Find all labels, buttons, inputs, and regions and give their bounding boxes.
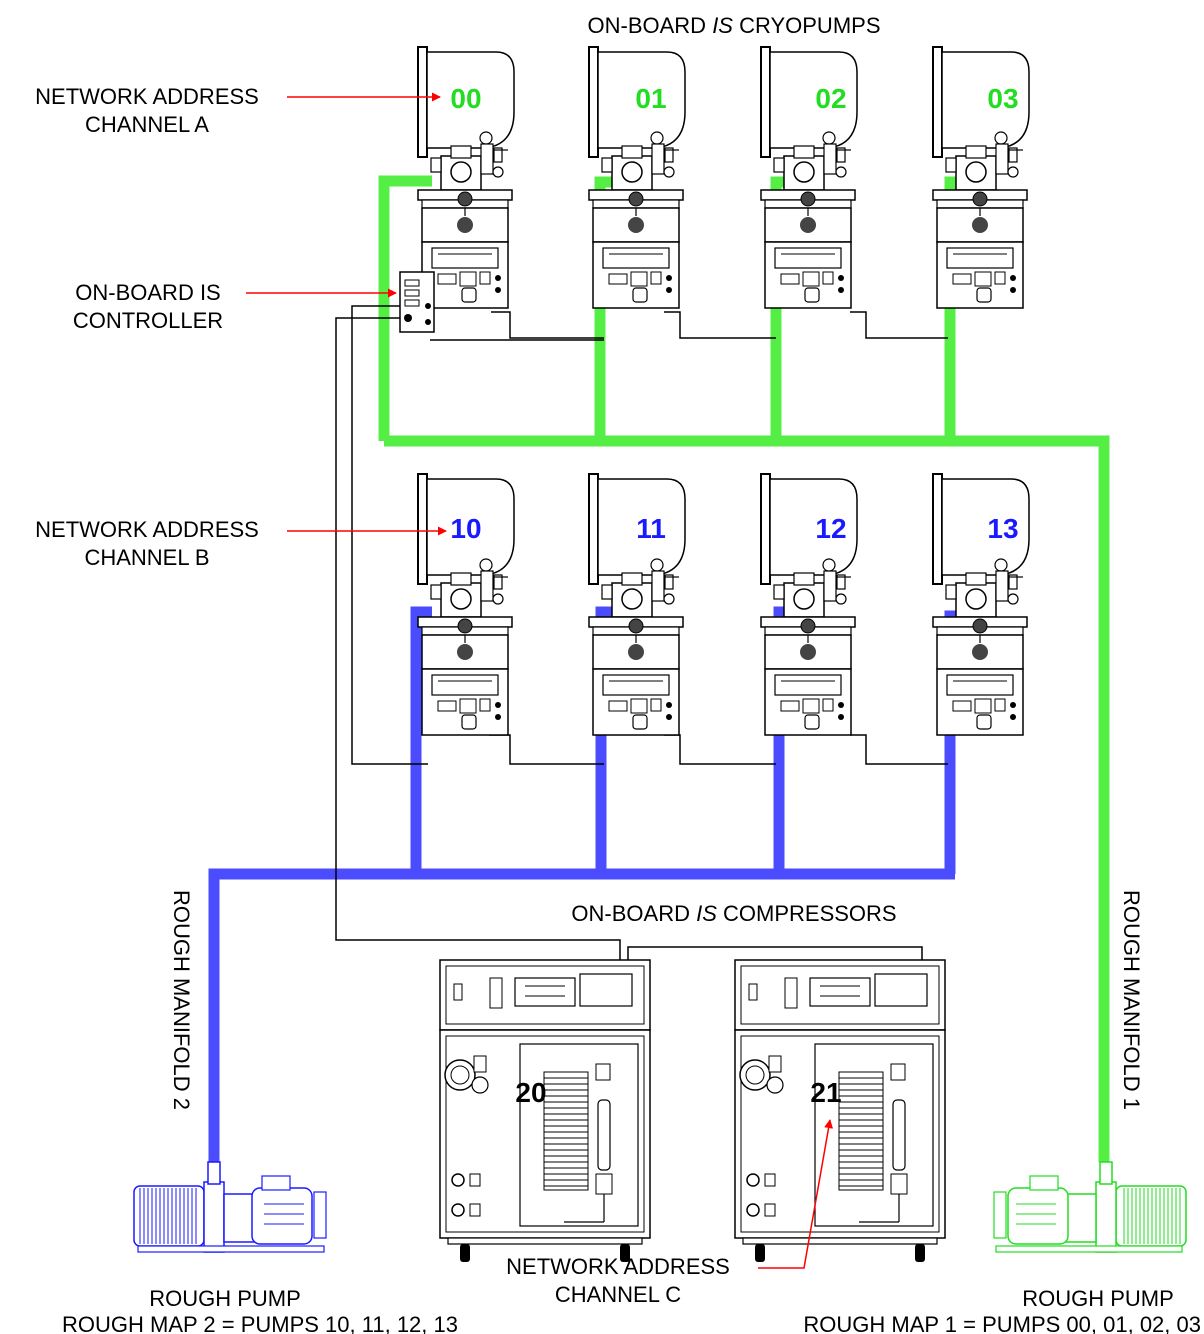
address-label-00: 00 [450, 83, 481, 114]
address-label-13: 13 [987, 513, 1018, 544]
callout-controller-line2: CONTROLLER [73, 308, 223, 333]
cryopumps-title: ON-BOARD IS CRYOPUMPS [588, 13, 881, 38]
compressors-title: ON-BOARD IS COMPRESSORS [571, 901, 896, 926]
callout-channel-a-line1: NETWORK ADDRESS [35, 84, 259, 109]
cryopump-row-channel-b: 10 11 12 13 [418, 474, 1029, 735]
callout-channel-c-line1: NETWORK ADDRESS [506, 1254, 730, 1279]
rough-map-2-label: ROUGH MAP 2 = PUMPS 10, 11, 12, 13 [62, 1312, 458, 1334]
rough-pump-right-label: ROUGH PUMP [1022, 1286, 1174, 1311]
address-label-21: 21 [810, 1077, 841, 1108]
address-label-10: 10 [450, 513, 481, 544]
compressor-21 [735, 960, 945, 1262]
address-label-12: 12 [815, 513, 846, 544]
callout-channel-c-line2: CHANNEL C [555, 1282, 681, 1307]
rough-manifold-2-label: ROUGH MANIFOLD 2 [169, 890, 194, 1110]
callout-channel-b-line1: NETWORK ADDRESS [35, 517, 259, 542]
compressor-20 [440, 960, 650, 1262]
callout-controller-line1: ON-BOARD IS [75, 280, 220, 305]
address-label-11: 11 [636, 513, 666, 544]
address-label-20: 20 [515, 1077, 546, 1108]
callout-channel-b: NETWORK ADDRESS CHANNEL B [35, 517, 446, 570]
callout-controller: ON-BOARD IS CONTROLLER [73, 280, 396, 333]
callout-channel-a: NETWORK ADDRESS CHANNEL A [35, 84, 440, 137]
callout-channel-b-line2: CHANNEL B [84, 545, 209, 570]
rough-map-1-label: ROUGH MAP 1 = PUMPS 00, 01, 02, 03 [803, 1312, 1201, 1334]
address-label-01: 01 [635, 83, 666, 114]
address-label-03: 03 [987, 83, 1018, 114]
rough-pump-left-drawing [134, 1162, 326, 1252]
on-board-is-controller [400, 272, 434, 332]
address-label-02: 02 [815, 83, 846, 114]
rough-pump-left-label: ROUGH PUMP [149, 1286, 301, 1311]
cryopump-row-channel-a: 00 01 02 03 [418, 47, 1029, 308]
rough-pump-right-drawing [994, 1162, 1186, 1252]
rough-manifold-1-label: ROUGH MANIFOLD 1 [1119, 890, 1144, 1110]
callout-channel-a-line2: CHANNEL A [85, 112, 209, 137]
